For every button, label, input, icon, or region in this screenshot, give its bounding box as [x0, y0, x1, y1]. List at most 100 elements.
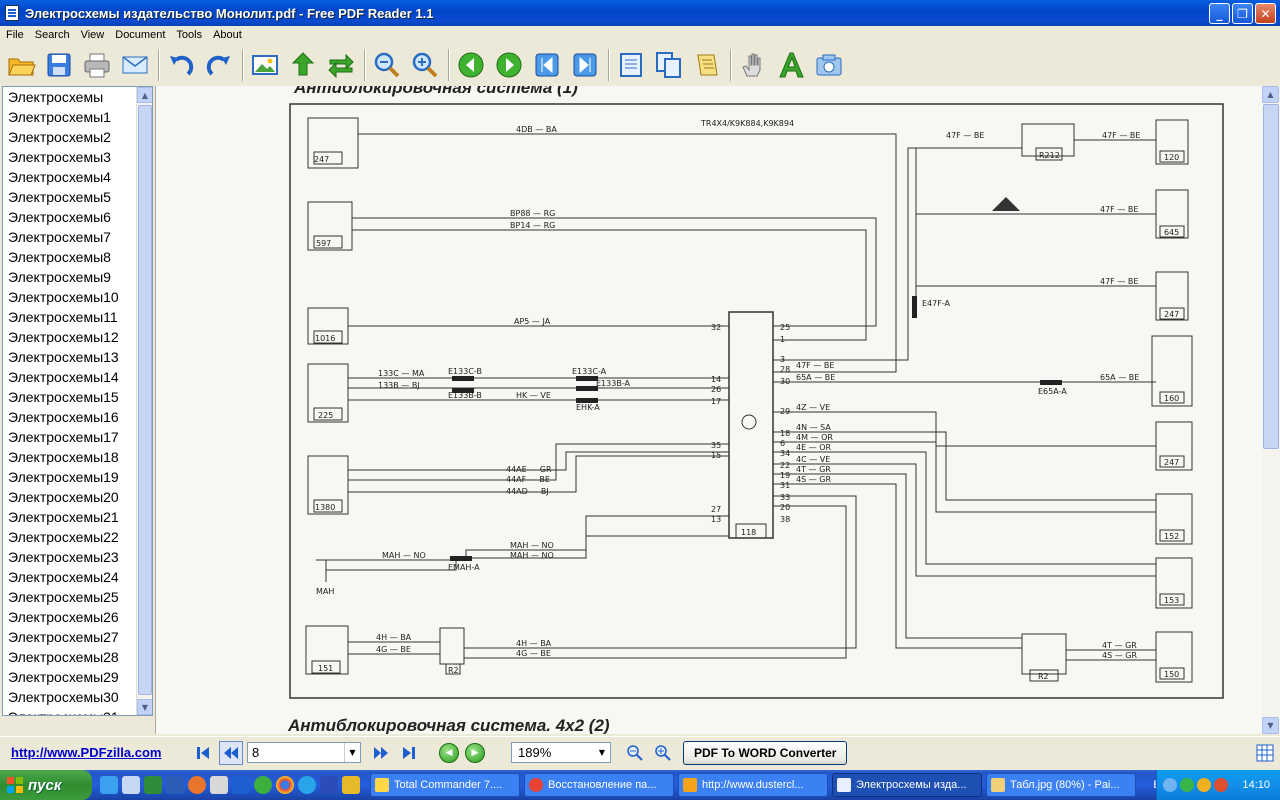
bookmark-item[interactable]: Электросхемы23 — [8, 549, 119, 565]
pdf-to-word-button[interactable]: PDF To WORD Converter — [683, 740, 848, 765]
bookmark-item[interactable]: Электросхемы6 — [8, 209, 111, 225]
taskbar-item[interactable]: Табл.jpg (80%) - Pai... — [986, 773, 1136, 797]
bookmark-item[interactable]: Электросхемы3 — [8, 149, 111, 165]
first-page-button[interactable] — [530, 48, 564, 82]
text-select-button[interactable] — [774, 48, 808, 82]
tray-arrow-icon[interactable] — [1163, 778, 1177, 792]
chevron-down-icon[interactable]: ▼ — [344, 743, 360, 762]
floppy-icon[interactable] — [320, 776, 338, 794]
bookmark-item[interactable]: Электросхемы27 — [8, 629, 119, 645]
excel-icon[interactable] — [144, 776, 162, 794]
firefox-icon[interactable] — [188, 776, 206, 794]
scroll-down-icon[interactable]: ▼ — [137, 699, 152, 715]
pdfzilla-link[interactable]: http://www.PDFzilla.com — [11, 745, 162, 760]
scroll-up-icon[interactable]: ▲ — [137, 87, 152, 103]
bookmark-item[interactable]: Электросхемы15 — [8, 389, 119, 405]
maximize-button[interactable]: ❐ — [1232, 3, 1253, 24]
bookmark-item[interactable]: Электросхемы16 — [8, 409, 119, 425]
bookmark-item[interactable]: Электросхемы12 — [8, 329, 119, 345]
multi-page-button[interactable] — [652, 48, 686, 82]
start-button[interactable]: пуск — [0, 770, 92, 800]
next-page-nav-button[interactable] — [369, 741, 393, 765]
menu-view[interactable]: View — [80, 29, 105, 41]
bookmark-item[interactable]: Электросхемы24 — [8, 569, 119, 585]
taskbar-item[interactable]: Восстановление па... — [524, 773, 674, 797]
open-button[interactable] — [4, 48, 38, 82]
app-icon[interactable] — [210, 776, 228, 794]
bookmark-item[interactable]: Электросхемы8 — [8, 249, 111, 265]
taskbar-item[interactable]: http://www.dustercl... — [678, 773, 828, 797]
volume-icon[interactable] — [1214, 778, 1228, 792]
network-icon[interactable] — [1180, 778, 1194, 792]
single-page-button[interactable] — [614, 48, 648, 82]
first-page-nav-button[interactable] — [191, 741, 215, 765]
zoom-out-nav-button[interactable] — [623, 741, 647, 765]
forward-button[interactable]: ▶ — [465, 742, 485, 763]
title-bar[interactable]: Электросхемы издательство Монолит.pdf - … — [0, 0, 1280, 26]
bookmark-item[interactable]: Электросхемы10 — [8, 289, 119, 305]
menu-tools[interactable]: Tools — [176, 29, 203, 41]
torrent-icon[interactable] — [254, 776, 272, 794]
bookmark-item[interactable]: Электросхемы29 — [8, 669, 119, 685]
bookmarks-scrollbar[interactable]: ▲ ▼ — [136, 87, 152, 715]
bookmark-item[interactable]: Электросхемы28 — [8, 649, 119, 665]
print-button[interactable] — [80, 48, 114, 82]
zoom-in-nav-button[interactable] — [651, 741, 675, 765]
document-scrollbar[interactable]: ▲ ▼ — [1262, 86, 1280, 734]
bookmark-item[interactable]: Электросхемы4 — [8, 169, 111, 185]
bookmark-item[interactable]: Электросхемы11 — [8, 309, 118, 325]
zoom-out-button[interactable] — [370, 48, 404, 82]
menu-about[interactable]: About — [213, 29, 242, 41]
save-button[interactable] — [42, 48, 76, 82]
network-icon[interactable] — [342, 776, 360, 794]
bookmark-item[interactable]: Электросхемы7 — [8, 229, 111, 245]
chrome-icon[interactable] — [276, 776, 294, 794]
bookmark-item[interactable]: Электросхемы2 — [8, 129, 111, 145]
bookmark-item[interactable]: Электросхемы — [8, 89, 104, 105]
menu-file[interactable]: File — [6, 29, 24, 41]
scrollbar-thumb[interactable] — [1263, 104, 1279, 449]
document-view[interactable]: Антиблокировочная система (1) — [155, 86, 1262, 734]
bookmark-item[interactable]: Электросхемы1 — [8, 109, 111, 125]
zoom-select[interactable]: 189% ▼ — [511, 742, 611, 763]
bookmark-item[interactable]: Электросхемы17 — [8, 429, 119, 445]
bookmark-item[interactable]: Электросхемы25 — [8, 589, 119, 605]
document-icon[interactable] — [232, 776, 250, 794]
bookmark-item[interactable]: Электросхемы31 — [3, 707, 152, 715]
bookmark-item[interactable]: Электросхемы9 — [8, 269, 111, 285]
swap-button[interactable] — [324, 48, 358, 82]
scroll-down-icon[interactable]: ▼ — [1262, 717, 1279, 734]
last-page-button[interactable] — [568, 48, 602, 82]
scroll-button[interactable] — [690, 48, 724, 82]
bookmark-item[interactable]: Электросхемы20 — [8, 489, 119, 505]
scroll-up-icon[interactable]: ▲ — [1262, 86, 1279, 103]
bookmark-item[interactable]: Электросхемы5 — [8, 189, 111, 205]
taskbar-item[interactable]: Электросхемы изда... — [832, 773, 982, 797]
antivirus-icon[interactable] — [1197, 778, 1211, 792]
bookmark-item[interactable]: Электросхемы30 — [8, 689, 119, 705]
snapshot-button[interactable] — [812, 48, 846, 82]
redo-button[interactable] — [202, 48, 236, 82]
chevron-down-icon[interactable]: ▼ — [598, 748, 606, 757]
up-button[interactable] — [286, 48, 320, 82]
undo-button[interactable] — [164, 48, 198, 82]
ie-icon[interactable] — [100, 776, 118, 794]
bookmark-item[interactable]: Электросхемы13 — [8, 349, 119, 365]
bookmark-item[interactable]: Электросхемы26 — [8, 609, 119, 625]
close-button[interactable]: ✕ — [1255, 3, 1276, 24]
bookmark-item[interactable]: Электросхемы14 — [8, 369, 119, 385]
email-button[interactable] — [118, 48, 152, 82]
layout-grid-button[interactable] — [1254, 742, 1276, 764]
word-icon[interactable] — [166, 776, 184, 794]
back-button[interactable]: ◀ — [439, 742, 459, 763]
bookmark-item[interactable]: Электросхемы19 — [8, 469, 119, 485]
image-button[interactable] — [248, 48, 282, 82]
page-number-select[interactable]: 8 ▼ — [247, 742, 361, 763]
bookmark-item[interactable]: Электросхемы22 — [8, 529, 119, 545]
prev-page-nav-button[interactable] — [219, 740, 243, 765]
bookmark-item[interactable]: Электросхемы18 — [8, 449, 119, 465]
hand-tool-button[interactable] — [736, 48, 770, 82]
menu-search[interactable]: Search — [34, 29, 70, 41]
skype-icon[interactable] — [298, 776, 316, 794]
window-icon[interactable] — [122, 776, 140, 794]
